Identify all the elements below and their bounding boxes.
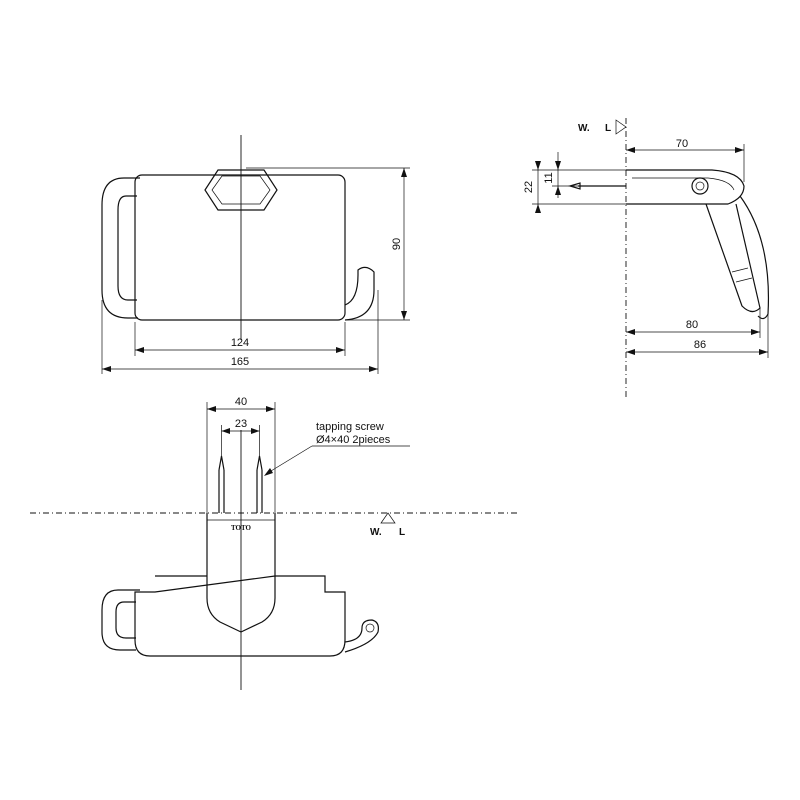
side-dim-86-arrow-left — [626, 349, 635, 355]
mount-body — [134, 575, 346, 657]
mount-brand-mark: TOTO — [231, 524, 252, 532]
side-dim-11-arrow-bottom — [555, 186, 561, 195]
mount-dim-plate-width-label: 40 — [235, 396, 247, 408]
front-dim-inner-width-label: 124 — [231, 337, 249, 349]
mount-plate — [206, 513, 276, 633]
front-dim-90-arrow-top — [401, 168, 407, 177]
side-wall-marker-triangle — [615, 119, 627, 135]
front-dim-165-arrow-right — [369, 366, 378, 372]
front-left-handle-inner — [117, 195, 137, 301]
mount-dim-40-arrow-right — [266, 406, 275, 412]
side-dim-screw-offset-label: 11 — [543, 172, 555, 183]
front-dim-90-arrow-bottom — [401, 311, 407, 320]
mount-dim-40-arrow-left — [207, 406, 216, 412]
side-arm-body — [626, 169, 745, 205]
front-top-knob — [204, 169, 278, 211]
side-hanging-arm — [705, 203, 761, 313]
side-dim-thickness-label: 22 — [523, 181, 535, 193]
side-dim-80-arrow-right — [751, 329, 760, 335]
front-dim-overall-width-label: 165 — [231, 356, 249, 368]
side-dim-70-arrow-right — [735, 147, 744, 153]
side-dim-11-arrow-top — [555, 161, 561, 170]
mount-dim-23-arrow-left — [221, 428, 230, 434]
side-dim-depth-overall-label: 86 — [694, 339, 706, 351]
side-arm-inner-edge — [632, 177, 735, 191]
front-dim-height-label: 90 — [391, 238, 403, 250]
front-dim-124-arrow-left — [135, 347, 144, 353]
mount-right-hook-eye — [365, 623, 375, 633]
side-dim-22-arrow-bottom — [535, 204, 541, 213]
front-dim-124-arrow-right — [336, 347, 345, 353]
side-pivot-outer — [691, 177, 709, 195]
side-dim-70-arrow-left — [626, 147, 635, 153]
mount-note-leader — [265, 445, 313, 475]
mount-screw-right-tip — [256, 455, 263, 471]
side-wall-label-w: W. — [578, 123, 590, 134]
mount-wall-marker-triangle — [380, 512, 396, 524]
side-dim-22-arrow-top — [535, 161, 541, 170]
mount-note-line1: tapping screw — [316, 421, 384, 433]
front-left-handle-outer — [101, 177, 140, 319]
mount-left-handle-outer — [101, 589, 140, 651]
front-top-knob-inner — [211, 175, 271, 205]
mount-dim-screw-spacing-label: 23 — [235, 418, 247, 430]
side-dim-80-arrow-left — [626, 329, 635, 335]
side-screw-tip — [567, 182, 581, 190]
mount-wall-label-w: W. — [370, 527, 382, 538]
mount-wall-label-l: L — [399, 527, 405, 538]
front-cover — [134, 174, 346, 321]
side-wall-label-l: L — [605, 123, 611, 134]
mount-view: TOTO 40 23 tapping screw Ø4×4 — [30, 396, 520, 690]
mount-left-handle-inner — [115, 601, 136, 639]
front-dim-165-arrow-left — [102, 366, 111, 372]
mount-screw-left-tip — [218, 455, 225, 471]
side-arm-joint-a — [731, 267, 749, 273]
side-view: W. L 70 22 11 — [523, 118, 770, 400]
mount-note-arrow — [264, 468, 273, 476]
front-view: 90 124 165 — [101, 135, 410, 374]
mount-dim-23-arrow-right — [251, 428, 260, 434]
mount-note-line2: Ø4×40 2pieces — [316, 434, 391, 446]
side-arm-joint-b — [735, 277, 753, 283]
side-pivot-inner — [695, 181, 705, 191]
side-dim-depth-mid-label: 80 — [686, 319, 698, 331]
side-cover-curve — [739, 195, 770, 320]
side-dim-depth-top-label: 70 — [676, 138, 688, 150]
side-dim-86-arrow-right — [759, 349, 768, 355]
front-right-hook — [344, 266, 375, 321]
mount-right-hook — [344, 619, 379, 653]
